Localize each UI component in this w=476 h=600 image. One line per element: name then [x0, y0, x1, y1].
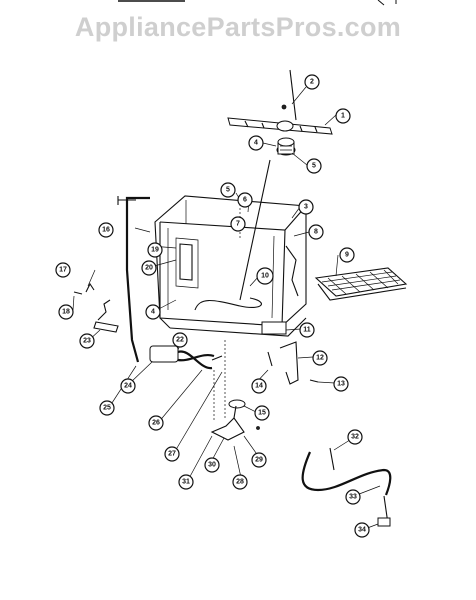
- callout-10: 10: [256, 267, 274, 285]
- svg-text:2: 2: [310, 79, 314, 86]
- svg-text:11: 11: [303, 327, 311, 334]
- callouts: 1 2 3 4 4 5 5 6 7 8 9 10 11 12 13 14 15 …: [55, 74, 370, 538]
- svg-text:14: 14: [255, 383, 263, 390]
- feed-tube: [239, 159, 271, 301]
- svg-text:13: 13: [337, 381, 345, 388]
- svg-text:18: 18: [62, 309, 70, 316]
- dish-rack: [314, 267, 408, 301]
- callout-1: 1: [335, 108, 351, 124]
- svg-text:30: 30: [208, 462, 216, 469]
- callout-11: 11: [299, 322, 315, 338]
- callout-12: 12: [312, 350, 328, 366]
- svg-text:9: 9: [345, 252, 349, 259]
- callout-29: 29: [251, 452, 267, 468]
- callout-22: 22: [172, 332, 188, 348]
- part-11: [261, 321, 287, 335]
- callout-19: 19: [147, 242, 163, 258]
- svg-text:25: 25: [103, 405, 111, 412]
- svg-text:6: 6: [243, 197, 247, 204]
- fill-hose: [125, 196, 150, 363]
- callout-33-lower: 33: [345, 489, 361, 505]
- svg-text:12: 12: [316, 355, 324, 362]
- callout-3: 3: [298, 199, 314, 215]
- svg-text:7: 7: [236, 221, 240, 228]
- callout-4-left: 4: [145, 304, 161, 320]
- svg-text:15: 15: [258, 410, 266, 417]
- callout-9: 9: [339, 247, 355, 263]
- svg-text:16: 16: [102, 227, 110, 234]
- callout-30: 30: [204, 457, 220, 473]
- leader-lines: [213, 200, 241, 420]
- bracket-23: [93, 299, 119, 333]
- callout-27: 27: [164, 446, 180, 462]
- bracket-12: [279, 341, 299, 385]
- dishwasher-tub: [154, 195, 307, 337]
- heating-element: [194, 297, 262, 311]
- callout-4-top: 4: [248, 135, 264, 151]
- callout-leaders: [72, 86, 381, 531]
- svg-text:28: 28: [236, 479, 244, 486]
- callout-20: 20: [141, 260, 157, 276]
- callout-2: 2: [304, 74, 320, 90]
- callout-13: 13: [333, 376, 349, 392]
- callout-34: 34: [354, 522, 370, 538]
- drain-hose: [301, 451, 392, 496]
- screw-18: [73, 291, 83, 295]
- svg-text:8: 8: [314, 229, 318, 236]
- callout-18: 18: [58, 304, 74, 320]
- svg-text:31: 31: [182, 479, 190, 486]
- callout-24: 24: [120, 378, 136, 394]
- callout-8: 8: [308, 224, 324, 240]
- callout-7: 7: [230, 216, 246, 232]
- svg-text:1: 1: [341, 113, 345, 120]
- pump-bracket: [210, 417, 245, 441]
- svg-text:24: 24: [124, 383, 132, 390]
- svg-text:32: 32: [351, 434, 359, 441]
- spray-arm-hub: [276, 137, 296, 156]
- callout-31: 31: [178, 474, 194, 490]
- svg-text:17: 17: [59, 267, 67, 274]
- spray-arm: [227, 69, 333, 135]
- svg-text:19: 19: [151, 247, 159, 254]
- svg-text:5: 5: [226, 187, 230, 194]
- screw-14: [267, 351, 273, 367]
- svg-text:23: 23: [83, 338, 91, 345]
- callout-28: 28: [232, 474, 248, 490]
- callout-15: 15: [254, 405, 270, 421]
- svg-text:5: 5: [312, 163, 316, 170]
- motor-and-hoses: [149, 345, 223, 370]
- callout-25: 25: [99, 400, 115, 416]
- svg-text:33: 33: [349, 494, 357, 501]
- callout-14: 14: [251, 378, 267, 394]
- callout-17: 17: [55, 262, 71, 278]
- svg-text:27: 27: [168, 451, 176, 458]
- callout-16: 16: [98, 222, 114, 238]
- svg-text:4: 4: [254, 140, 258, 147]
- callout-5-mid: 5: [220, 182, 236, 198]
- callout-32: 32: [347, 429, 363, 445]
- screw-13: [309, 379, 319, 383]
- callout-23: 23: [79, 333, 95, 349]
- svg-text:34: 34: [358, 527, 366, 534]
- callout-26: 26: [148, 415, 164, 431]
- svg-text:10: 10: [261, 273, 269, 280]
- svg-text:29: 29: [255, 457, 263, 464]
- callout-6: 6: [237, 192, 253, 208]
- svg-text:22: 22: [176, 337, 184, 344]
- site-watermark: AppliancePartsPros.com: [74, 12, 402, 42]
- svg-text:20: 20: [145, 265, 153, 272]
- svg-text:26: 26: [152, 420, 160, 427]
- clip-17: [85, 282, 95, 293]
- part-15: [228, 399, 246, 409]
- callout-5-top: 5: [306, 158, 322, 174]
- part-34: [377, 517, 391, 527]
- svg-text:3: 3: [304, 204, 308, 211]
- svg-text:4: 4: [151, 309, 155, 316]
- top-edge-marks: [118, 0, 397, 6]
